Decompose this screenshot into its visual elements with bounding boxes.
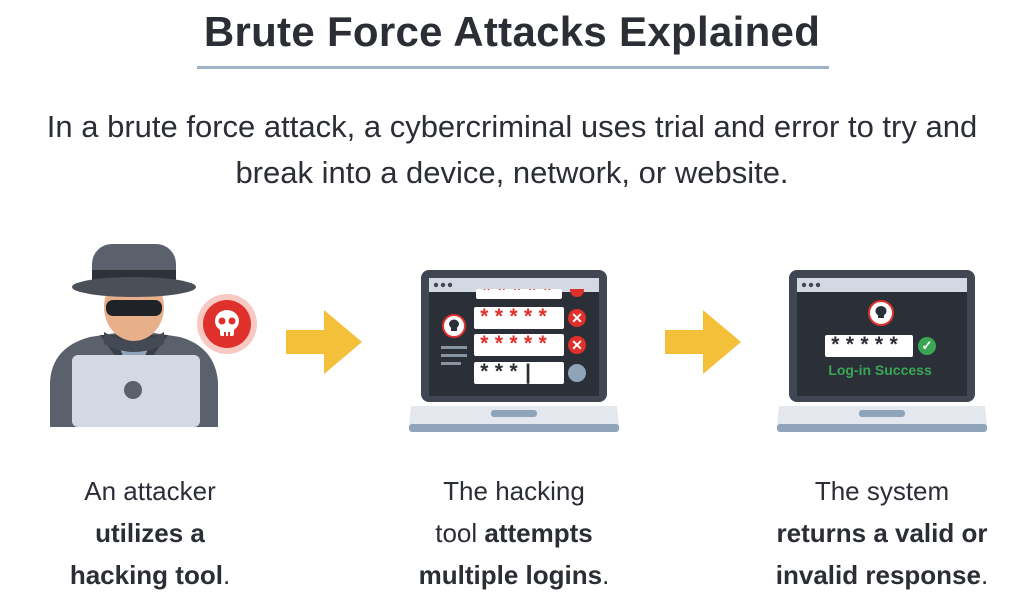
x-icon: ✕ [568,309,586,327]
caption-emphasis: attempts [484,518,593,548]
step-3-caption: The system returns a valid or invalid re… [742,470,1022,596]
intro-text: In a brute force attack, a cybercriminal… [46,109,978,190]
arrow-right-icon [286,310,362,374]
skull-icon [197,294,257,354]
caption-emphasis: returns a valid or [776,518,988,548]
caption-period: . [602,560,610,590]
caption-emphasis: utilizes a [95,518,205,548]
arrow-right-icon [665,310,741,374]
password-field-attempt-top: ***** [476,289,562,299]
login-success-text: Log-in Success [828,362,932,378]
password-field-success: ***** [825,335,913,357]
hacker-icon [50,244,218,427]
x-icon [570,289,584,297]
caption-emphasis: multiple logins [418,560,603,590]
caption-line: The hacking [443,476,585,506]
caption-period: . [980,560,989,590]
password-field-typing: ***| [474,362,564,384]
x-icon: ✕ [568,336,586,354]
caption-period: . [222,560,231,590]
caption-line: The system [814,476,950,506]
caption-emphasis: hacking tool [69,560,223,590]
check-icon: ✓ [918,337,936,355]
caption-line: An attacker [84,476,216,506]
step-1-caption: An attacker utilizes a hacking tool. [20,470,280,596]
step-2-caption: The hacking tool attempts multiple login… [384,470,644,596]
caption-emphasis: invalid response [775,560,981,590]
password-field-attempt-1: ***** [474,307,564,329]
page-title: Brute Force Attacks Explained [203,8,821,55]
caption-line: tool [435,518,485,548]
pending-indicator [568,364,586,382]
title-underline [197,66,829,69]
password-field-attempt-2: ***** [474,334,564,356]
